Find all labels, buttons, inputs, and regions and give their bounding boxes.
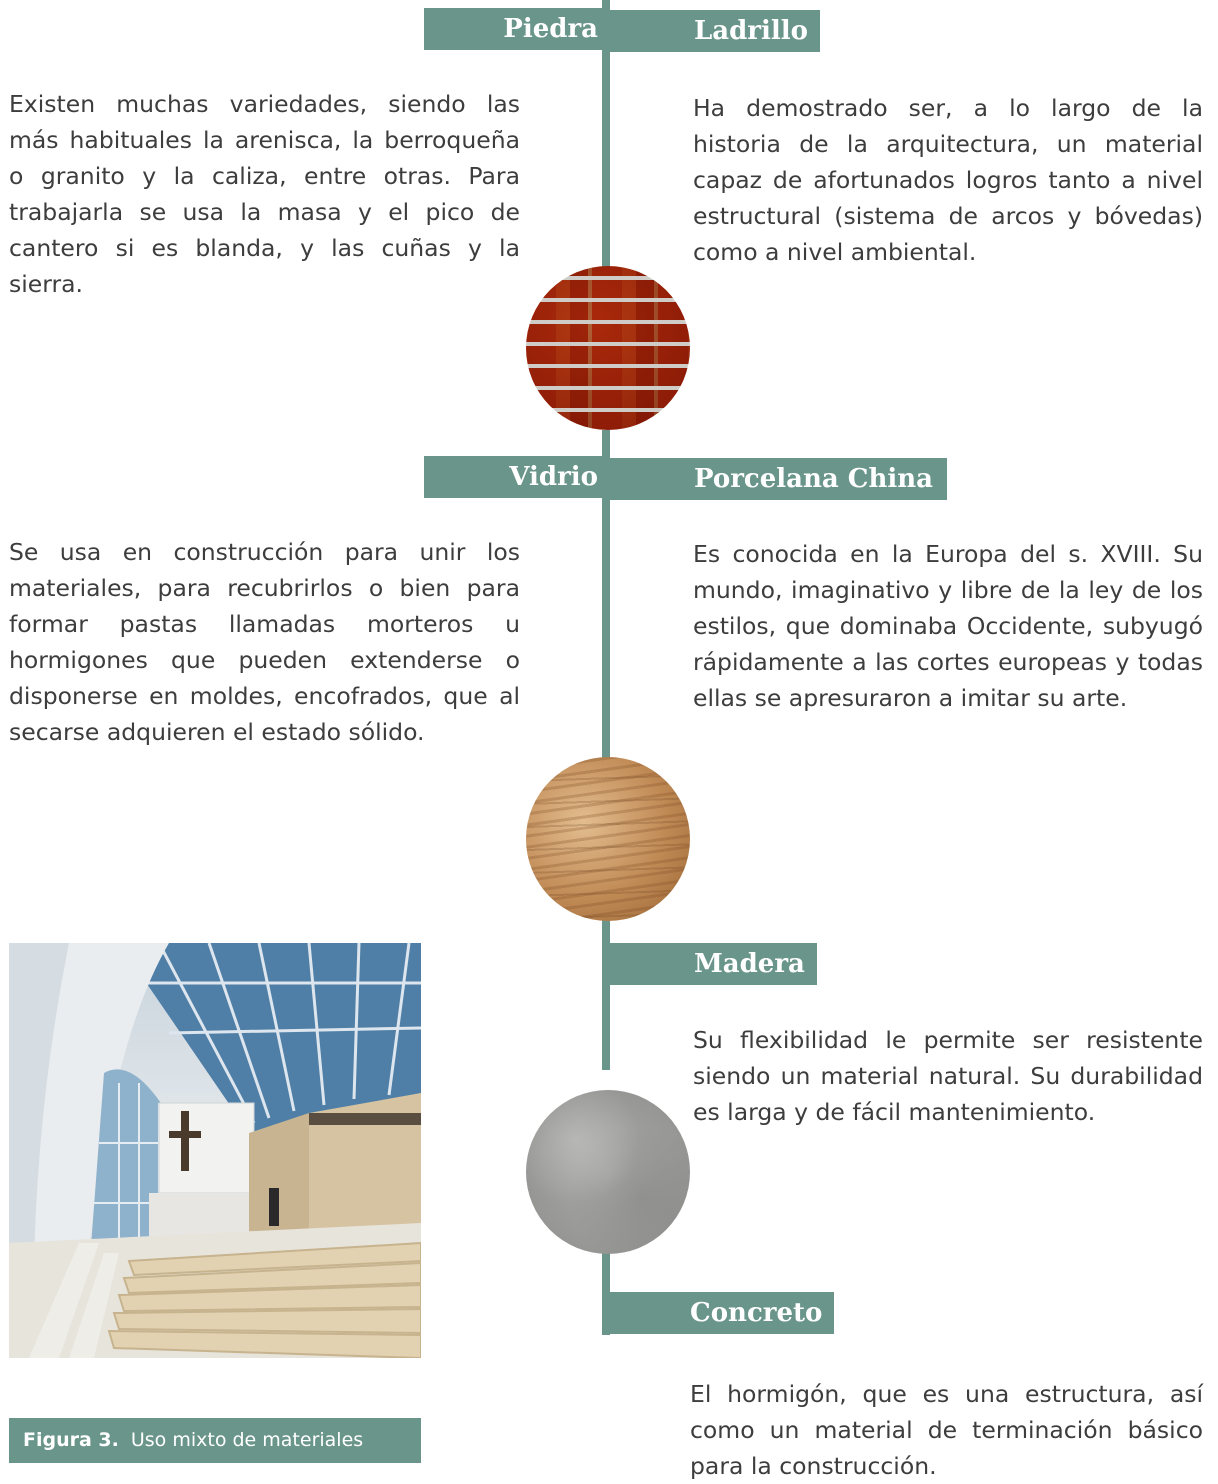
concrete-texture-disc: [526, 1090, 690, 1254]
text-concreto: El hormigón, que es una estructura, así …: [690, 1380, 1203, 1480]
text-piedra: Existen muchas variedades, siendo las má…: [9, 90, 520, 298]
figure-caption: Figura 3. Uso mixto de materiales: [9, 1418, 421, 1463]
figure-caption-text: Uso mixto de materiales: [130, 1429, 364, 1451]
label-vidrio: Vidrio: [424, 456, 610, 498]
label-piedra: Piedra: [424, 8, 610, 50]
timeline-line: [602, 430, 610, 790]
label-concreto: Concreto: [605, 1292, 835, 1334]
timeline-line: [602, 915, 610, 1070]
text-ladrillo: Ha demostrado ser, a lo largo de la hist…: [693, 94, 1203, 266]
figure-number: Figura 3.: [23, 1429, 119, 1451]
brick-texture-disc: [526, 266, 690, 430]
church-interior-illustration: [9, 943, 421, 1358]
label-ladrillo: Ladrillo: [602, 10, 820, 52]
interior-photo: [9, 943, 421, 1358]
label-porcelana-china: Porcelana China: [602, 458, 948, 500]
label-madera: Madera: [602, 943, 817, 985]
text-porcelana-china: Es conocida en la Europa del s. XVIII. S…: [693, 540, 1203, 712]
text-madera: Su flexibilidad le permite ser resistent…: [693, 1026, 1203, 1126]
timeline-line: [602, 1225, 610, 1335]
timeline-line: [602, 0, 610, 270]
wood-texture-disc: [526, 757, 690, 921]
text-vidrio: Se usa en construcción para unir los mat…: [9, 538, 520, 746]
